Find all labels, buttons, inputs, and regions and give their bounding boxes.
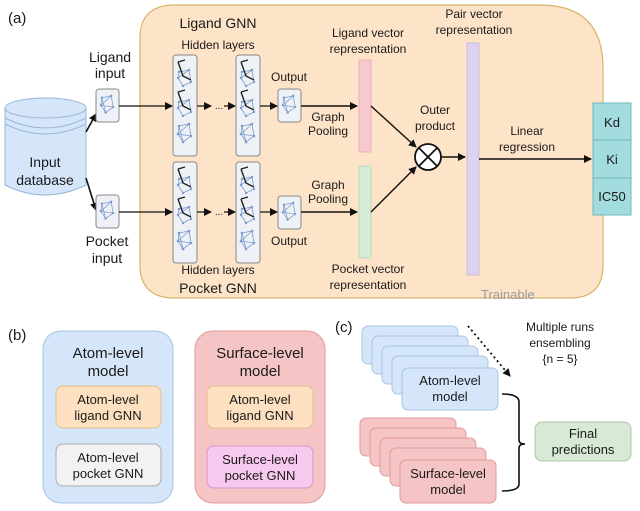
pair-vector-bar — [466, 42, 480, 276]
hidden-layers-top-label: Hidden layers — [181, 38, 254, 52]
ensemble-dotted-arrow — [467, 325, 511, 377]
atom-ligand-gnn-2: ligand GNN — [74, 408, 141, 423]
ensembling-label-2: ensembling — [529, 336, 590, 350]
graph-pooling-top-1: Graph — [311, 110, 344, 124]
bracket — [501, 393, 526, 492]
graph-pooling-top-2: Pooling — [308, 124, 348, 138]
arrow — [370, 105, 417, 148]
graph-pooling-bottom-2: Pooling — [308, 192, 348, 206]
outer-product-label-1: Outer — [420, 103, 450, 117]
surface-ligand-gnn-box — [206, 385, 314, 429]
database-icon — [4, 97, 87, 196]
outer-product-icon — [414, 143, 442, 171]
linear-regression-label-2: regression — [499, 140, 555, 154]
c-atom-model-2: model — [432, 389, 468, 404]
panel-c-label: (c) — [335, 319, 353, 336]
arrow-db-pocket — [85, 177, 98, 211]
output-kd: Kd — [604, 115, 620, 130]
hidden-layers-bottom-label: Hidden layers — [181, 263, 254, 277]
pocket-vector-label-1: Pocket vector — [332, 262, 405, 276]
pocket-input-graph — [95, 194, 120, 229]
surface-pocket-gnn-2: pocket GNN — [225, 468, 296, 483]
ligand-input-label-2: input — [95, 65, 125, 81]
c-surface-model-1: Surface-level — [410, 466, 486, 481]
panel-b-label: (b) — [8, 327, 26, 344]
ligand-gnn-title: Ligand GNN — [179, 15, 256, 31]
linear-regression-label-1: Linear — [510, 124, 543, 138]
ligand-vector-bar — [358, 59, 372, 153]
final-predictions-1: Final — [569, 426, 597, 441]
input-database-label-1: Input — [29, 154, 60, 170]
output-top-label: Output — [271, 70, 308, 84]
pocket-input-label-1: Pocket — [86, 233, 129, 249]
ellipsis-bottom: ... — [215, 207, 223, 218]
ligand-input-graph — [95, 88, 120, 123]
input-database-label-2: database — [16, 172, 74, 188]
pocket-input-label-2: input — [92, 250, 122, 266]
pair-vector-label-1: Pair vector — [445, 7, 502, 21]
atom-ligand-gnn-box — [55, 385, 162, 429]
surface-model-title-2: model — [240, 363, 281, 380]
surface-ligand-gnn-1: Atom-level — [229, 392, 291, 407]
pocket-gnn-title: Pocket GNN — [179, 280, 257, 296]
surface-pocket-gnn-1: Surface-level — [222, 452, 298, 467]
arrow-db-ligand — [85, 113, 97, 133]
final-predictions-2: predictions — [552, 442, 615, 457]
ligand-output-graph — [277, 88, 302, 123]
ensembling-label-1: Multiple runs — [526, 320, 594, 334]
atom-pocket-gnn-1: Atom-level — [77, 450, 139, 465]
ligand-input-label-1: Ligand — [89, 49, 131, 65]
ligand-vector-label-2: representation — [330, 42, 407, 56]
atom-pocket-gnn-2: pocket GNN — [73, 466, 144, 481]
c-atom-model-1: Atom-level — [419, 373, 481, 388]
surface-ligand-gnn-2: ligand GNN — [226, 408, 293, 423]
trainable-label: Trainable — [481, 287, 535, 302]
graph-pooling-bottom-1: Graph — [311, 178, 344, 192]
output-stack — [592, 102, 632, 216]
final-predictions-box — [534, 421, 632, 462]
output-bottom-label: Output — [271, 234, 308, 248]
atom-model-title-2: model — [88, 363, 129, 380]
atom-ligand-gnn-1: Atom-level — [77, 392, 139, 407]
pocket-vector-bar — [358, 165, 372, 259]
c-surface-model-2: model — [430, 482, 466, 497]
atom-model-title-1: Atom-level — [73, 345, 144, 362]
panel-a-label: (a) — [8, 10, 26, 27]
arrow — [370, 166, 417, 213]
output-ki: Ki — [606, 152, 618, 167]
ellipsis-top: ... — [215, 101, 223, 112]
pocket-output-graph — [277, 195, 302, 230]
pair-vector-label-2: representation — [436, 23, 513, 37]
output-ic50: IC50 — [598, 189, 625, 204]
surface-model-stack — [359, 417, 497, 504]
surface-model-title-1: Surface-level — [216, 345, 304, 362]
outer-product-label-2: product — [415, 119, 456, 133]
atom-pocket-gnn-box — [55, 443, 162, 487]
ligand-vector-label-1: Ligand vector — [332, 26, 404, 40]
surface-pocket-gnn-box — [206, 445, 314, 489]
atom-model-stack — [361, 325, 499, 411]
pocket-vector-label-2: representation — [330, 278, 407, 292]
ensembling-label-3: {n = 5} — [542, 352, 577, 366]
